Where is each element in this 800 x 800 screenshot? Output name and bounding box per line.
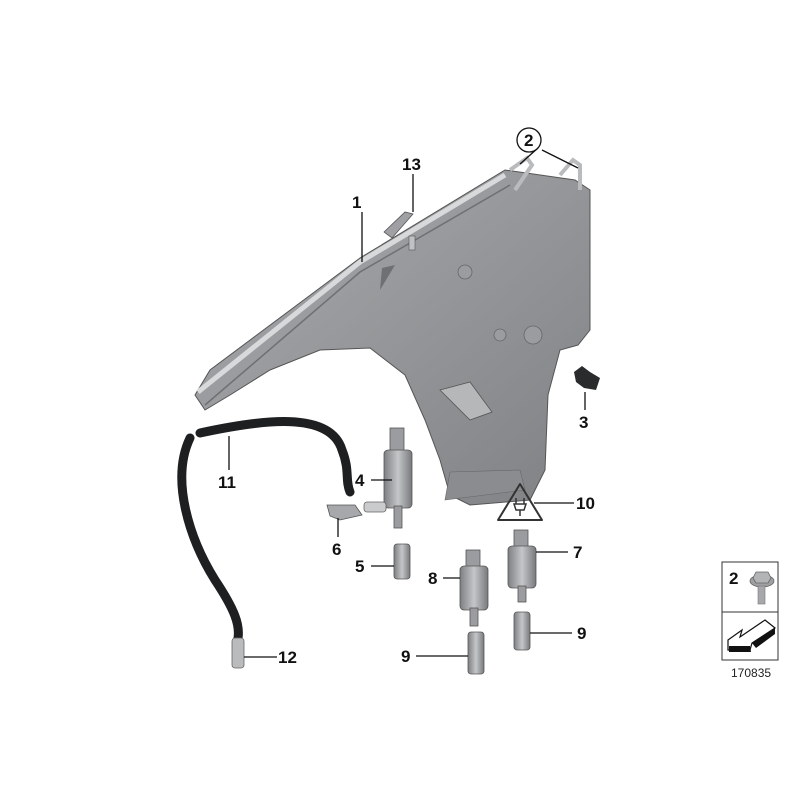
callout-9a: 9 [577,624,586,643]
callout-7: 7 [573,543,582,562]
callout-2: 2 [524,131,533,150]
clip-part [383,211,414,239]
leader-lines [228,147,586,658]
callout-10: 10 [576,494,595,513]
reference-number: 170835 [731,666,771,680]
arrow-icon [727,619,777,652]
hose-long-part [177,433,243,643]
pump-8-part [459,549,489,627]
pump-7-part [507,529,537,603]
hose-part [195,417,355,497]
callout-9b: 9 [401,647,410,666]
pump-4-part [363,427,413,529]
grommet-9a-part [513,611,531,651]
connector-part [326,504,363,521]
callout-13: 13 [402,155,421,174]
grommet-9b-part [467,631,485,675]
callout-3: 3 [579,413,588,432]
level-sensor-part [574,366,600,390]
callout-12: 12 [278,648,297,667]
hose-connector-part [231,637,245,669]
warning-triangle-icon [497,483,543,521]
grommet-5-part [393,543,411,580]
legend-item-number: 2 [729,569,738,588]
callout-6: 6 [332,540,341,559]
washer-fluid-tank [194,155,591,506]
callout-1: 1 [352,193,361,212]
legend-box: 2 [721,561,779,661]
callout-5: 5 [355,557,364,576]
callout-2-circle [516,127,542,153]
clip-pin [408,235,416,251]
callout-4: 4 [355,471,365,490]
callout-11: 11 [218,473,236,492]
screw-icon [749,571,775,605]
callout-8: 8 [428,569,437,588]
